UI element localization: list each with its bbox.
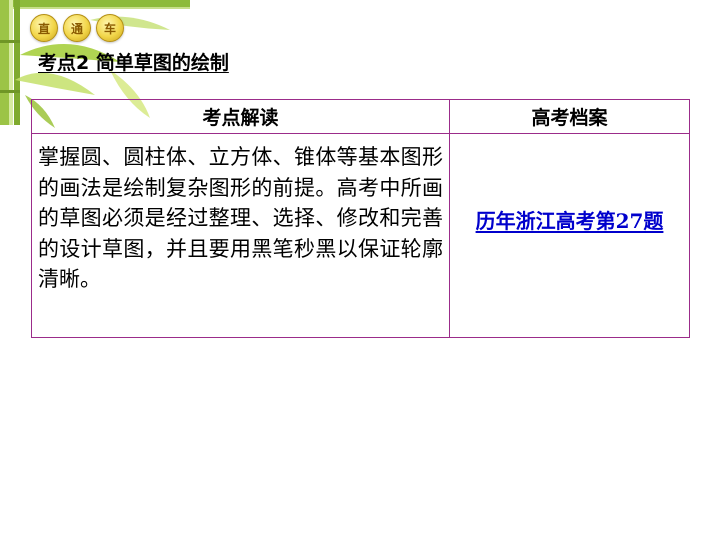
content-table: 考点解读 高考档案 掌握圆、圆柱体、立方体、锥体等基本图形的画法是绘制复杂图形的… [31,99,690,338]
interpretation-text: 掌握圆、圆柱体、立方体、锥体等基本图形的画法是绘制复杂图形的前提。高考中所画的草… [31,133,450,338]
table-header-row: 考点解读 高考档案 [31,99,690,134]
archive-link[interactable]: 历年浙江高考第27题 [475,209,664,233]
header-archive: 高考档案 [449,99,690,134]
page-title: 考点2 简单草图的绘制 [38,52,229,74]
badge-zhi: 直 [30,14,58,42]
badge-che: 车 [96,14,124,42]
archive-cell: 历年浙江高考第27题 [449,133,690,338]
badge-tong: 通 [63,14,91,42]
header-interpretation: 考点解读 [31,99,450,134]
table-row: 掌握圆、圆柱体、立方体、锥体等基本图形的画法是绘制复杂图形的前提。高考中所画的草… [31,133,690,338]
